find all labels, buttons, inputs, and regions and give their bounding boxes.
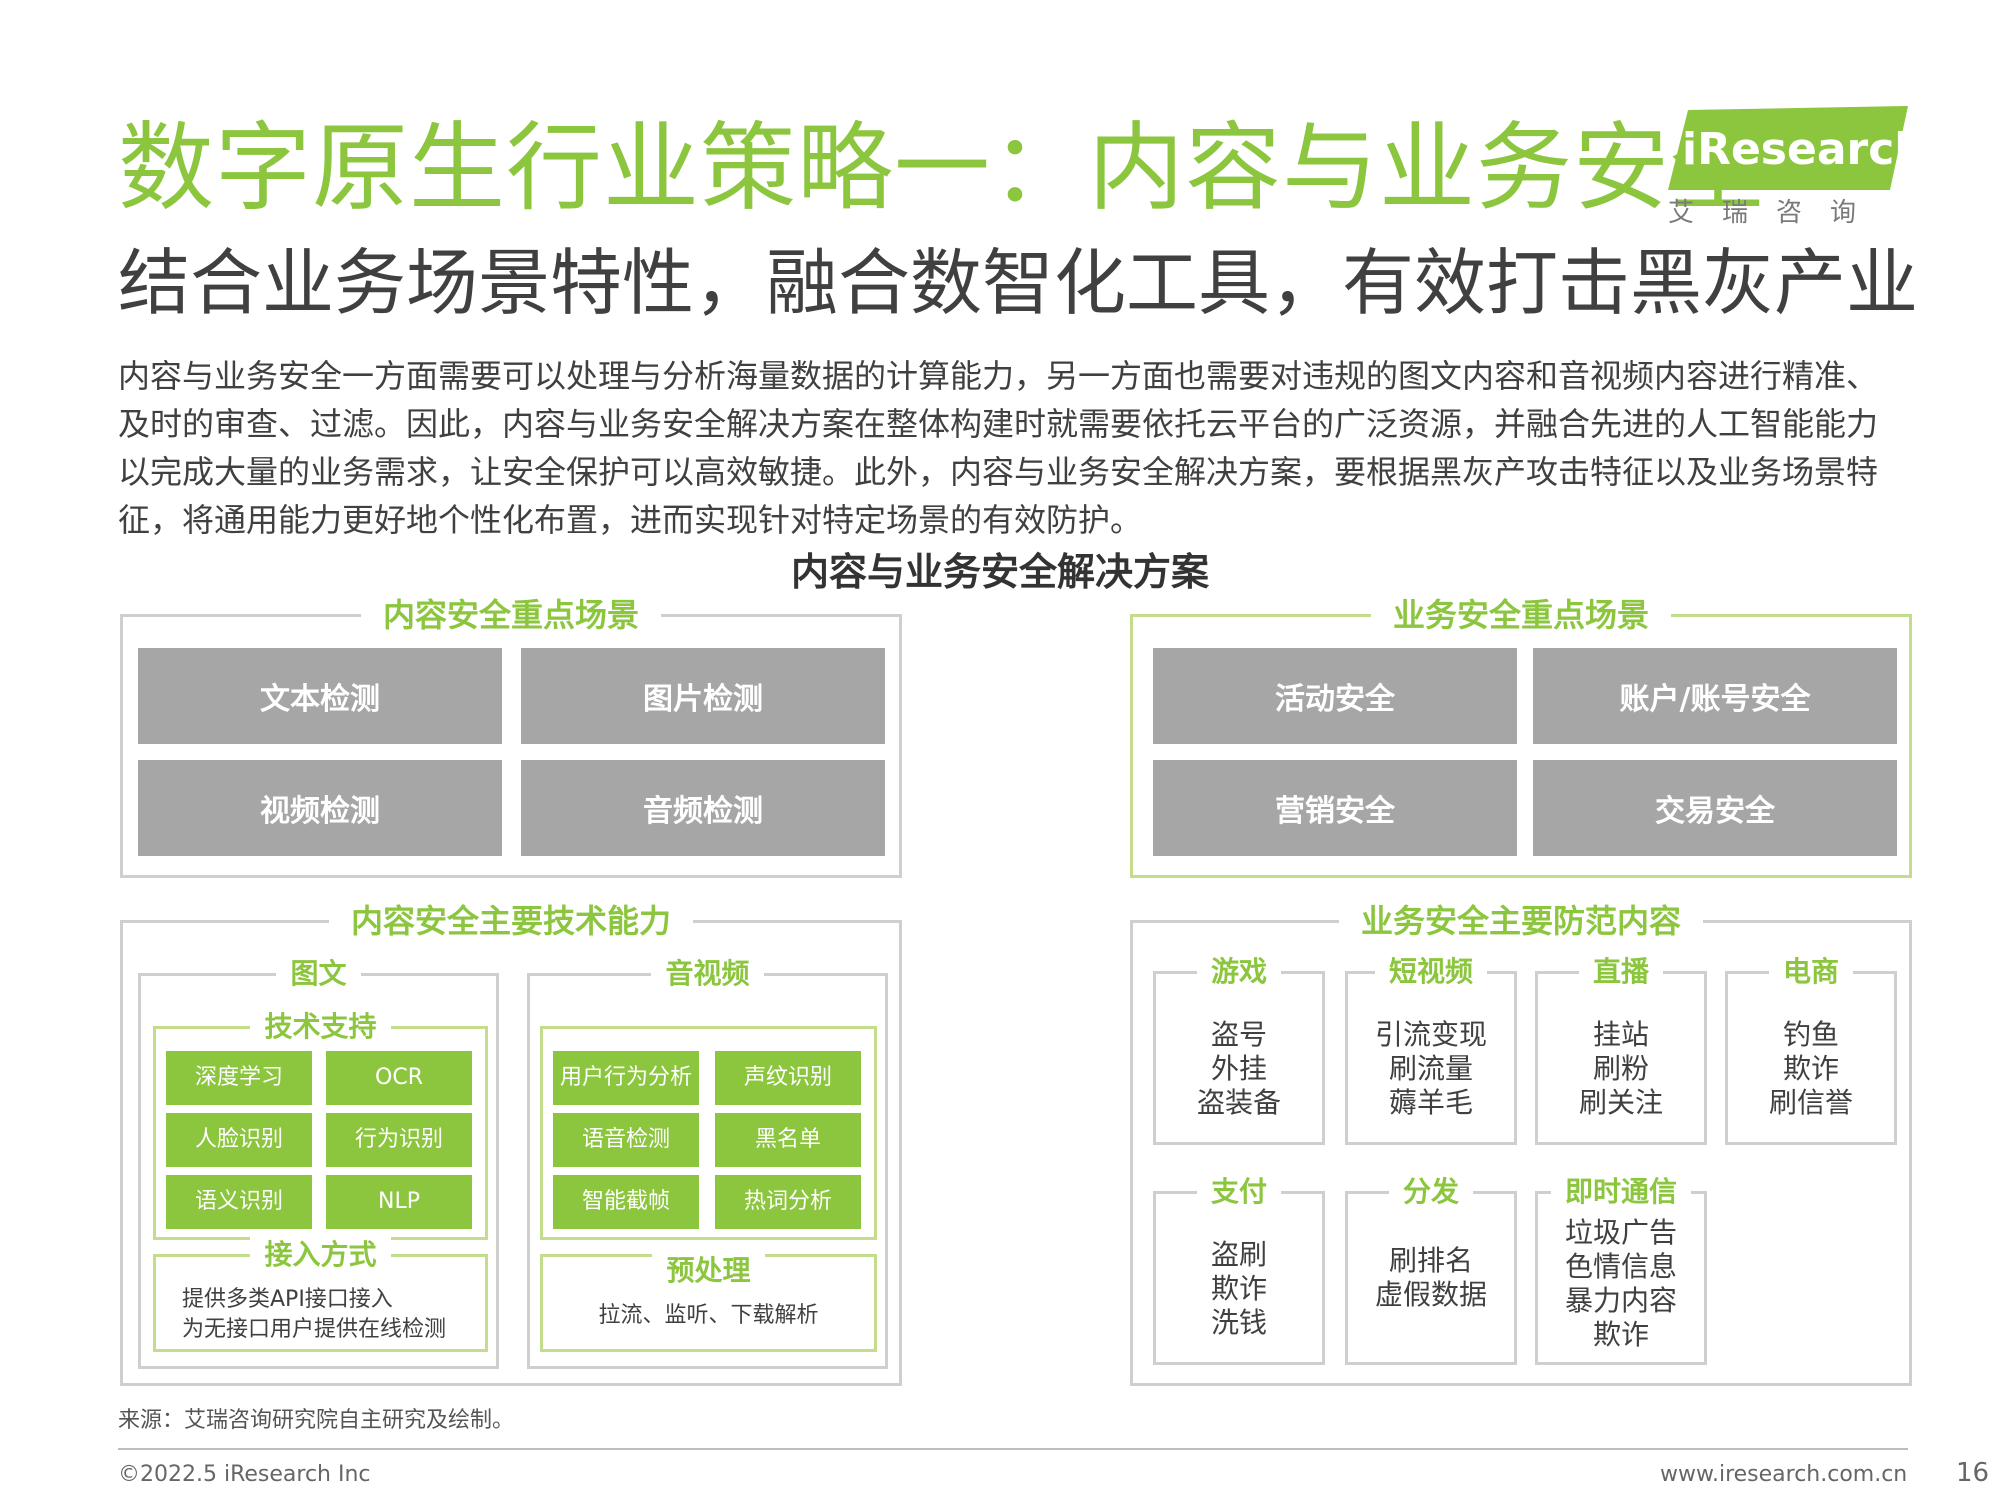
category-game-line-3: 盗装备 [1196,1086,1281,1119]
category-im-line-4: 欺诈 [1592,1318,1649,1351]
tech-support-title: 技术支持 [250,1009,391,1045]
category-short-video-line-3: 薅羊毛 [1388,1086,1473,1119]
logo-chinese-name: 艾瑞咨询 [1668,198,1885,228]
category-game-title: 游戏 [1196,954,1281,990]
audio-video-section: 音视频 用户行为分析 声纹识别 语音检测 黑名单 智能截帧 热词分析 预处理 拉… [527,956,888,1369]
category-short-video-title: 短视频 [1374,954,1487,990]
category-live-stream-line-2: 刷粉 [1592,1052,1649,1085]
category-live-stream-title: 直播 [1578,954,1663,990]
category-game: 游戏 盗号 外挂 盗装备 [1153,954,1325,1145]
audio-video-title: 音视频 [651,956,764,992]
access-method-title: 接入方式 [250,1237,391,1273]
content-scenes-panel: 内容安全重点场景 文本检测 图片检测 视频检测 音频检测 [120,593,902,878]
category-live-stream-line-3: 刷关注 [1578,1086,1663,1119]
logo-wordmark: iResearch [1682,124,1926,175]
category-live-stream-line-1: 挂站 [1592,1018,1649,1051]
page-subtitle: 结合业务场景特性，融合数智化工具，有效打击黑灰产业 [118,241,1919,325]
copyright: ©2022.5 iResearch Inc [118,1462,371,1487]
category-payment-line-3: 洗钱 [1210,1306,1267,1339]
category-im-line-3: 暴力内容 [1564,1284,1677,1317]
footer-divider [118,1448,1908,1450]
business-scenes-panel: 业务安全重点场景 活动安全 账户/账号安全 营销安全 交易安全 [1130,593,1912,878]
image-text-section: 图文 技术支持 深度学习 OCR 人脸识别 行为识别 语义识别 NLP 接入方式… [138,956,499,1369]
business-scenes-title: 业务安全重点场景 [1370,593,1671,637]
access-line-2: 为无接口用户提供在线检测 [182,1317,447,1342]
category-ecommerce-line-2: 欺诈 [1782,1052,1839,1085]
chip-hot-word-analysis: 热词分析 [715,1175,861,1229]
page-number: 16 [1956,1458,1990,1488]
content-tech-panel: 内容安全主要技术能力 图文 技术支持 深度学习 OCR 人脸识别 行为识别 语义… [120,899,902,1386]
scene-transaction-security: 交易安全 [1533,760,1897,856]
category-ecommerce: 电商 钓鱼 欺诈 刷信誉 [1725,954,1897,1145]
chip-nlp: NLP [326,1175,472,1229]
category-short-video: 短视频 引流变现 刷流量 薅羊毛 [1345,954,1517,1145]
scene-account-security: 账户/账号安全 [1533,648,1897,744]
chip-smart-frame-capture: 智能截帧 [553,1175,699,1229]
chip-semantic-recognition: 语义识别 [166,1175,312,1229]
access-line-1: 提供多类API接口接入 [182,1287,393,1312]
content-tech-title: 内容安全主要技术能力 [328,899,693,943]
business-prevent-title: 业务安全主要防范内容 [1338,899,1703,943]
category-game-line-1: 盗号 [1210,1018,1267,1051]
category-short-video-line-1: 引流变现 [1374,1018,1487,1051]
source-note: 来源：艾瑞咨询研究院自主研究及绘制。 [118,1408,515,1433]
body-paragraph: 内容与业务安全一方面需要可以处理与分析海量数据的计算能力，另一方面也需要对违规的… [118,357,1879,539]
scene-video-detection: 视频检测 [138,760,502,856]
category-instant-messaging: 即时通信 垃圾广告 色情信息 暴力内容 欺诈 [1535,1174,1707,1365]
chip-face-recognition: 人脸识别 [166,1113,312,1167]
content-scenes-title: 内容安全重点场景 [360,593,661,637]
diagram-title: 内容与业务安全解决方案 [790,550,1209,594]
category-payment-line-2: 欺诈 [1210,1272,1267,1305]
category-distribution-line-1: 刷排名 [1388,1244,1473,1277]
category-distribution: 分发 刷排名 虚假数据 [1345,1174,1517,1365]
scene-image-detection: 图片检测 [521,648,885,744]
preprocess-title: 预处理 [652,1253,765,1289]
category-im-line-1: 垃圾广告 [1564,1216,1677,1249]
business-prevent-panel: 业务安全主要防范内容 游戏 盗号 外挂 盗装备 短视频 引流变现 刷流量 薅羊毛… [1130,899,1912,1386]
page-title: 数字原生行业策略一：内容与业务安全 [118,112,1767,224]
chip-voiceprint-recognition: 声纹识别 [715,1051,861,1105]
chip-blacklist: 黑名单 [715,1113,861,1167]
scene-marketing-security: 营销安全 [1153,760,1517,856]
category-payment-line-1: 盗刷 [1210,1238,1267,1271]
logo-banner-icon [1668,106,1908,190]
av-chips-box: 用户行为分析 声纹识别 语音检测 黑名单 智能截帧 热词分析 [540,1026,877,1240]
category-payment: 支付 盗刷 欺诈 洗钱 [1153,1174,1325,1365]
image-text-title: 图文 [276,956,361,992]
category-im-line-2: 色情信息 [1564,1250,1677,1283]
preprocess-box: 预处理 拉流、监听、下载解析 [540,1253,877,1352]
category-distribution-title: 分发 [1388,1174,1473,1210]
category-live-stream: 直播 挂站 刷粉 刷关注 [1535,954,1707,1145]
website-link[interactable]: www.iresearch.com.cn [1660,1462,1908,1487]
category-short-video-line-2: 刷流量 [1388,1052,1473,1085]
chip-ocr: OCR [326,1051,472,1105]
category-game-line-2: 外挂 [1210,1052,1267,1085]
iresearch-logo: iResearch 艾瑞咨询 [1668,106,1926,230]
category-instant-messaging-title: 即时通信 [1550,1174,1691,1210]
access-method-box: 接入方式 提供多类API接口接入 为无接口用户提供在线检测 [153,1237,488,1352]
chip-user-behavior-analysis: 用户行为分析 [553,1051,699,1105]
category-distribution-line-2: 虚假数据 [1374,1278,1487,1311]
category-payment-title: 支付 [1196,1174,1281,1210]
chip-behavior-recognition: 行为识别 [326,1113,472,1167]
chip-voice-detection: 语音检测 [553,1113,699,1167]
scene-text-detection: 文本检测 [138,648,502,744]
category-ecommerce-line-1: 钓鱼 [1782,1018,1839,1051]
preprocess-text: 拉流、监听、下载解析 [598,1303,819,1328]
tech-support-box: 技术支持 深度学习 OCR 人脸识别 行为识别 语义识别 NLP [153,1009,488,1240]
chip-deep-learning: 深度学习 [166,1051,312,1105]
scene-activity-security: 活动安全 [1153,648,1517,744]
scene-audio-detection: 音频检测 [521,760,885,856]
category-ecommerce-line-3: 刷信誉 [1768,1086,1853,1119]
category-ecommerce-title: 电商 [1768,954,1853,990]
